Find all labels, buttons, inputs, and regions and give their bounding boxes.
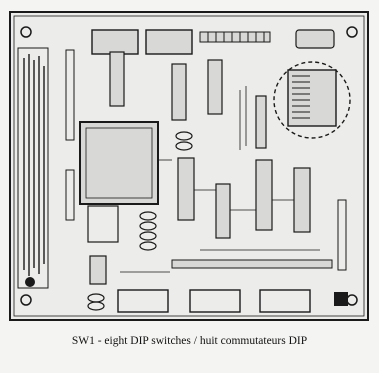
figure-caption: SW1 - eight DIP switches / huit commutat… [71, 335, 308, 347]
ic-u2 [207, 59, 223, 115]
fuse-f1 [334, 292, 348, 306]
label-lines [23, 54, 45, 276]
large-chip [79, 121, 159, 205]
ic-u6 [255, 159, 273, 231]
ic-u5 [215, 183, 231, 239]
large-chip-inner [85, 127, 153, 199]
ic-u3 [109, 51, 125, 107]
top-connector [199, 31, 271, 43]
board-inner-edge [13, 15, 365, 317]
label-block [17, 47, 49, 289]
relay-2 [145, 29, 193, 55]
ic-u4 [177, 157, 195, 221]
terminal-block-2 [189, 289, 241, 313]
sw1-highlight-circle [273, 61, 351, 139]
relay-1 [91, 29, 139, 55]
ic-u8 [255, 95, 267, 149]
dip-switch-sw1 [287, 69, 337, 127]
small-chip [89, 255, 107, 285]
cert-logo-icon [25, 277, 35, 287]
left-strip-2 [65, 169, 75, 221]
mounting-hole [20, 26, 32, 38]
terminal-block-1 [117, 289, 169, 313]
right-strip [337, 199, 347, 271]
dip-switch-levers [292, 75, 310, 119]
bus-bar [171, 259, 333, 269]
terminal-block-3 [259, 289, 311, 313]
left-strip [65, 49, 75, 141]
ic-u1 [171, 63, 187, 121]
traces [120, 86, 320, 273]
crystal [295, 29, 335, 49]
mounting-hole [346, 26, 358, 38]
ic-u7 [293, 167, 311, 233]
resistor-cluster [87, 131, 193, 311]
mounting-hole [20, 294, 32, 306]
